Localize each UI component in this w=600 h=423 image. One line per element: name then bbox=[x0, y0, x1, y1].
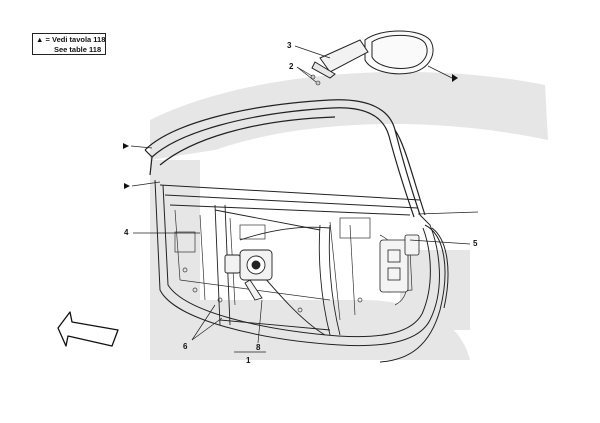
reference-legend-box: ▲ = Vedi tavola 118 See table 118 bbox=[32, 33, 106, 55]
triangle-icon: ▲ bbox=[36, 35, 44, 44]
direction-arrow bbox=[57, 311, 119, 347]
callout-4: 4 bbox=[124, 228, 129, 237]
legend-equals: = bbox=[45, 35, 50, 44]
callout-3: 3 bbox=[287, 41, 292, 50]
legend-line-italian: Vedi tavola 118 bbox=[52, 35, 106, 44]
triangle-marker-mirror bbox=[452, 74, 458, 82]
door-body bbox=[154, 179, 449, 363]
callout-2: 2 bbox=[289, 62, 294, 71]
callout-5: 5 bbox=[473, 239, 478, 248]
triangle-marker-frame-top bbox=[123, 143, 129, 149]
legend-line-english: See table 118 bbox=[54, 45, 102, 54]
exterior-mirror bbox=[311, 30, 434, 79]
door-latch bbox=[379, 234, 420, 293]
door-window-frame bbox=[144, 99, 426, 218]
leader-lines bbox=[130, 45, 479, 353]
watermark-logo bbox=[150, 71, 548, 360]
callout-1: 1 bbox=[246, 356, 251, 365]
regulator-motor bbox=[224, 249, 273, 301]
callout-8: 8 bbox=[256, 343, 261, 352]
callout-6: 6 bbox=[183, 342, 188, 351]
reference-triangles bbox=[123, 74, 458, 189]
triangle-marker-frame-side bbox=[124, 183, 130, 189]
